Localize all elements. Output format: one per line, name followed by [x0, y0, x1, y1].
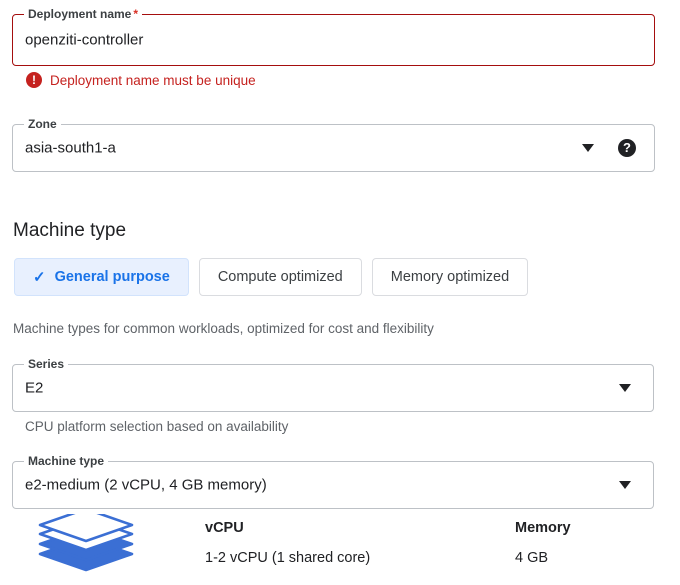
- chevron-down-icon[interactable]: [582, 144, 594, 152]
- tab-label: Compute optimized: [217, 269, 343, 285]
- spec-header-memory: Memory: [515, 520, 571, 536]
- series-helper-text: CPU platform selection based on availabi…: [25, 419, 289, 434]
- spec-header-vcpu: vCPU: [205, 520, 244, 536]
- chevron-down-icon[interactable]: [619, 384, 631, 392]
- spec-value-vcpu: 1-2 vCPU (1 shared core): [205, 550, 371, 566]
- zone-label: Zone: [24, 117, 61, 131]
- deployment-name-field[interactable]: Deployment name* openziti-controller: [12, 7, 655, 66]
- zone-value: asia-south1-a: [25, 139, 116, 157]
- tab-memory-optimized[interactable]: Memory optimized: [371, 258, 529, 296]
- machine-type-label: Machine type: [24, 454, 109, 468]
- tab-general-purpose[interactable]: ✓ General purpose: [14, 258, 189, 296]
- series-label: Series: [24, 357, 69, 371]
- tab-label: General purpose: [54, 269, 170, 285]
- machine-family-tabs: ✓ General purpose Compute optimized Memo…: [14, 258, 529, 296]
- help-question-icon[interactable]: ?: [618, 139, 636, 157]
- deployment-name-input[interactable]: openziti-controller: [25, 31, 144, 49]
- layers-stack-icon: [38, 514, 134, 572]
- series-field[interactable]: Series E2: [12, 357, 654, 412]
- error-exclamation-icon: !: [26, 72, 42, 88]
- tab-compute-optimized[interactable]: Compute optimized: [198, 258, 362, 296]
- chevron-down-icon[interactable]: [619, 481, 631, 489]
- series-value: E2: [25, 379, 44, 397]
- zone-field[interactable]: Zone asia-south1-a ?: [12, 117, 655, 172]
- machine-type-section-title: Machine type: [13, 220, 127, 241]
- tab-label: Memory optimized: [390, 269, 510, 285]
- error-message: Deployment name must be unique: [50, 72, 256, 88]
- machine-family-helper-text: Machine types for common workloads, opti…: [13, 321, 434, 336]
- deployment-name-label: Deployment name*: [24, 7, 143, 21]
- deployment-name-error: ! Deployment name must be unique: [26, 72, 256, 88]
- spec-value-memory: 4 GB: [515, 550, 549, 566]
- required-asterisk: *: [133, 7, 139, 21]
- machine-type-value: e2-medium (2 vCPU, 4 GB memory): [25, 476, 267, 494]
- check-icon: ✓: [33, 269, 46, 286]
- machine-type-field[interactable]: Machine type e2-medium (2 vCPU, 4 GB mem…: [12, 454, 654, 509]
